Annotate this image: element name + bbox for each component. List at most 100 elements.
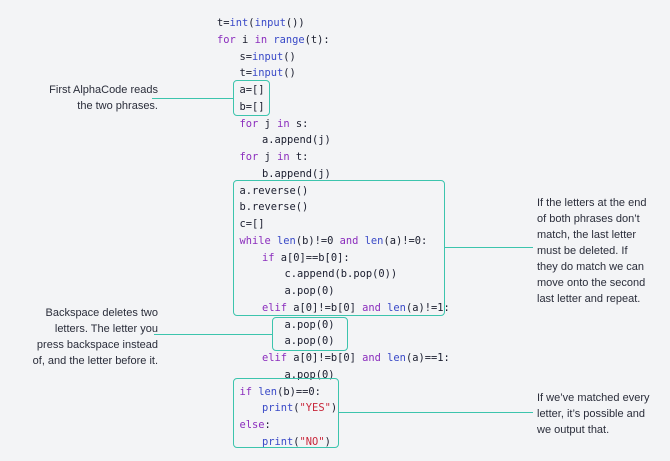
code-token: a.append(j) — [262, 134, 331, 147]
code-token: print — [262, 435, 294, 448]
code-token: s= — [239, 50, 253, 63]
backspace-highlight — [272, 317, 348, 351]
code-line: a.append(j) — [262, 132, 331, 149]
code-token: len — [387, 301, 406, 314]
code-line: c=[] — [240, 216, 265, 233]
code-token: ( — [248, 17, 255, 29]
code-line: b=[] — [240, 99, 265, 116]
code-line: b.reverse() — [240, 199, 309, 216]
code-token: t= — [239, 67, 253, 80]
code-token: and — [339, 234, 359, 247]
code-token: (b)==0: — [277, 385, 321, 398]
code-token: j — [258, 151, 278, 163]
code-token: int — [229, 17, 249, 29]
annotation-line: move onto the second — [537, 277, 646, 289]
code-token: c.append(b.pop(0)) — [284, 268, 398, 281]
code-line: else: — [240, 417, 271, 434]
code-token: range — [273, 33, 305, 46]
code-token: ( — [293, 435, 300, 448]
output-connector — [339, 412, 533, 413]
code-line: for i in range(t): — [217, 32, 330, 49]
annotation-compare-letters: If the letters at the end of both phrase… — [537, 195, 646, 307]
code-token: while — [239, 234, 271, 247]
code-token: ()) — [285, 17, 305, 29]
annotation-line: If we’ve matched every — [537, 392, 650, 404]
code-token: b.append(j) — [262, 167, 331, 180]
code-line: elif a[0]!=b[0] and len(a)!=1: — [262, 300, 450, 317]
annotation-line: match, the last letter — [537, 229, 637, 241]
annotation-line: of both phrases don’t — [537, 213, 640, 225]
code-token: elif — [262, 301, 288, 314]
code-token: (a)!=1: — [405, 301, 450, 314]
code-token: (a)!=0: — [383, 234, 428, 247]
annotation-line: If the letters at the end — [537, 197, 647, 209]
code-token: a.pop(0) — [284, 335, 335, 348]
code-token: a[0]!=b[0] — [287, 301, 363, 314]
annotation-line: the two phrases. — [77, 100, 158, 112]
annotation-line: press backspace instead — [36, 339, 158, 351]
code-token: a.pop(0) — [284, 368, 335, 381]
code-token: a.pop(0) — [284, 285, 335, 297]
annotation-line: we output that. — [537, 424, 610, 436]
code-token: () — [283, 50, 296, 63]
annotation-line: of, and the letter before it. — [32, 355, 158, 367]
code-token: and — [362, 352, 381, 364]
code-token: for — [239, 117, 259, 130]
code-token: a[0]==b[0]: — [274, 251, 350, 264]
code-line: a=[] — [240, 82, 265, 99]
code-token: : — [264, 419, 271, 431]
code-line: t=int(input()) — [217, 15, 305, 32]
code-token: (t): — [304, 33, 330, 46]
code-token: for — [217, 33, 236, 46]
code-token: input — [252, 67, 284, 80]
code-token: a[0]!=b[0] — [287, 352, 363, 364]
code-line: a.pop(0) — [285, 317, 335, 334]
code-token: ) — [324, 435, 331, 448]
code-token: a.pop(0) — [284, 318, 335, 331]
code-line: t=input() — [240, 65, 296, 82]
code-line: print("YES") — [262, 400, 337, 417]
code-token: t: — [289, 151, 309, 163]
code-token: elif — [262, 352, 288, 364]
code-token: input — [252, 50, 284, 63]
code-token: len — [387, 352, 406, 364]
code-token: (a)==1: — [405, 352, 450, 364]
code-line: print("NO") — [262, 434, 331, 451]
code-token: for — [239, 151, 259, 163]
code-token: and — [362, 301, 381, 314]
annotation-line: they do match we can — [537, 261, 645, 273]
code-line: a.pop(0) — [285, 283, 335, 300]
code-token: in — [277, 151, 290, 163]
code-line: a.pop(0) — [285, 333, 335, 350]
code-token: in — [254, 33, 268, 46]
code-token: in — [277, 117, 290, 130]
code-token: len — [277, 234, 296, 247]
compare-loop-highlight — [233, 180, 445, 316]
annotation-backspace: Backspace deletes two letters. The lette… — [33, 305, 158, 369]
annotation-line: letter, it’s possible and — [537, 408, 646, 420]
annotation-output: If we’ve matched every letter, it’s poss… — [537, 390, 650, 438]
code-line: for j in t: — [240, 149, 309, 166]
annotation-read-phrases: First AlphaCode reads the two phrases. — [49, 82, 158, 114]
code-token: t= — [217, 17, 230, 29]
annotation-line: last letter and repeat. — [537, 293, 641, 305]
code-line: c.append(b.pop(0)) — [285, 266, 398, 283]
init-lists-highlight — [233, 80, 270, 116]
code-token: input — [254, 17, 286, 29]
code-token: j — [258, 117, 278, 130]
code-token: if — [262, 251, 275, 264]
backspace-connector — [154, 334, 272, 335]
code-token: s: — [289, 117, 309, 130]
code-line: a.reverse() — [240, 183, 309, 200]
code-line: a.pop(0) — [285, 367, 335, 384]
annotation-line: First AlphaCode reads — [49, 84, 158, 96]
code-token: if — [239, 385, 253, 398]
code-line: if a[0]==b[0]: — [262, 250, 350, 267]
code-token: len — [258, 385, 278, 398]
code-line: if len(b)==0: — [240, 384, 321, 401]
output-highlight — [233, 378, 339, 448]
code-token: () — [283, 67, 296, 80]
compare-letters-connector — [445, 247, 533, 248]
annotation-line: must be deleted. If — [537, 245, 628, 257]
code-token: i — [235, 33, 255, 46]
